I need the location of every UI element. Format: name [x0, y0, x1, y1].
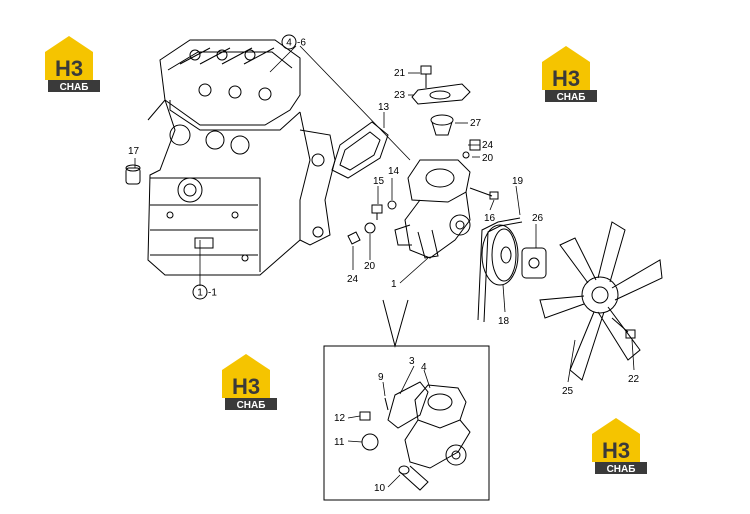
svg-text:H3: H3 — [602, 438, 630, 463]
engine-block-drawing — [125, 39, 336, 276]
label-22: 22 — [628, 374, 640, 385]
label-4: 4 — [286, 38, 292, 49]
water-pump-assembly-drawing — [331, 65, 663, 381]
brand-logo-1: H3 СНАБ — [45, 36, 100, 93]
label-1-main: 1 — [197, 288, 203, 299]
label-16: 16 — [484, 213, 496, 224]
svg-text:H3: H3 — [55, 56, 83, 81]
label-18: 18 — [498, 316, 510, 327]
svg-text:H3: H3 — [232, 374, 260, 399]
label-20-top: 20 — [482, 153, 494, 164]
svg-text:СНАБ: СНАБ — [607, 464, 636, 475]
label-14: 14 — [388, 166, 400, 177]
label-20-lower: 20 — [364, 261, 376, 272]
svg-text:СНАБ: СНАБ — [557, 92, 586, 103]
svg-text:H3: H3 — [552, 66, 580, 91]
label-21: 21 — [394, 68, 406, 79]
label-4-suffix: -6 — [297, 38, 306, 49]
brand-logo-2: H3 СНАБ — [542, 46, 597, 103]
callout-labels: 4 -6 1 -1 21 23 13 27 24 20 17 15 14 19 … — [128, 34, 640, 494]
svg-text:СНАБ: СНАБ — [237, 400, 266, 411]
label-11: 11 — [334, 437, 345, 448]
brand-logo-3: H3 СНАБ — [222, 354, 277, 411]
label-13: 13 — [378, 102, 390, 113]
label-9: 9 — [378, 372, 384, 383]
label-27: 27 — [470, 118, 482, 129]
callout-circle-1 — [192, 284, 208, 300]
label-10: 10 — [374, 483, 386, 494]
label-12: 12 — [334, 413, 346, 424]
label-15: 15 — [373, 176, 385, 187]
leader-lines — [134, 45, 635, 488]
label-1-pipe: 1 — [391, 279, 397, 290]
detail-inset — [323, 299, 490, 501]
label-4-inset: 4 — [421, 362, 427, 373]
label-3: 3 — [409, 356, 415, 367]
label-26: 26 — [532, 213, 544, 224]
label-24-lower: 24 — [347, 274, 359, 285]
label-23: 23 — [394, 90, 406, 101]
label-24-top: 24 — [482, 140, 494, 151]
brand-logo-4: H3 СНАБ — [592, 418, 647, 475]
label-19: 19 — [512, 176, 524, 187]
svg-text:СНАБ: СНАБ — [60, 82, 89, 93]
callout-circle-4 — [281, 34, 297, 50]
label-1-suffix: -1 — [208, 288, 217, 299]
label-25: 25 — [562, 386, 574, 397]
label-17: 17 — [128, 146, 140, 157]
